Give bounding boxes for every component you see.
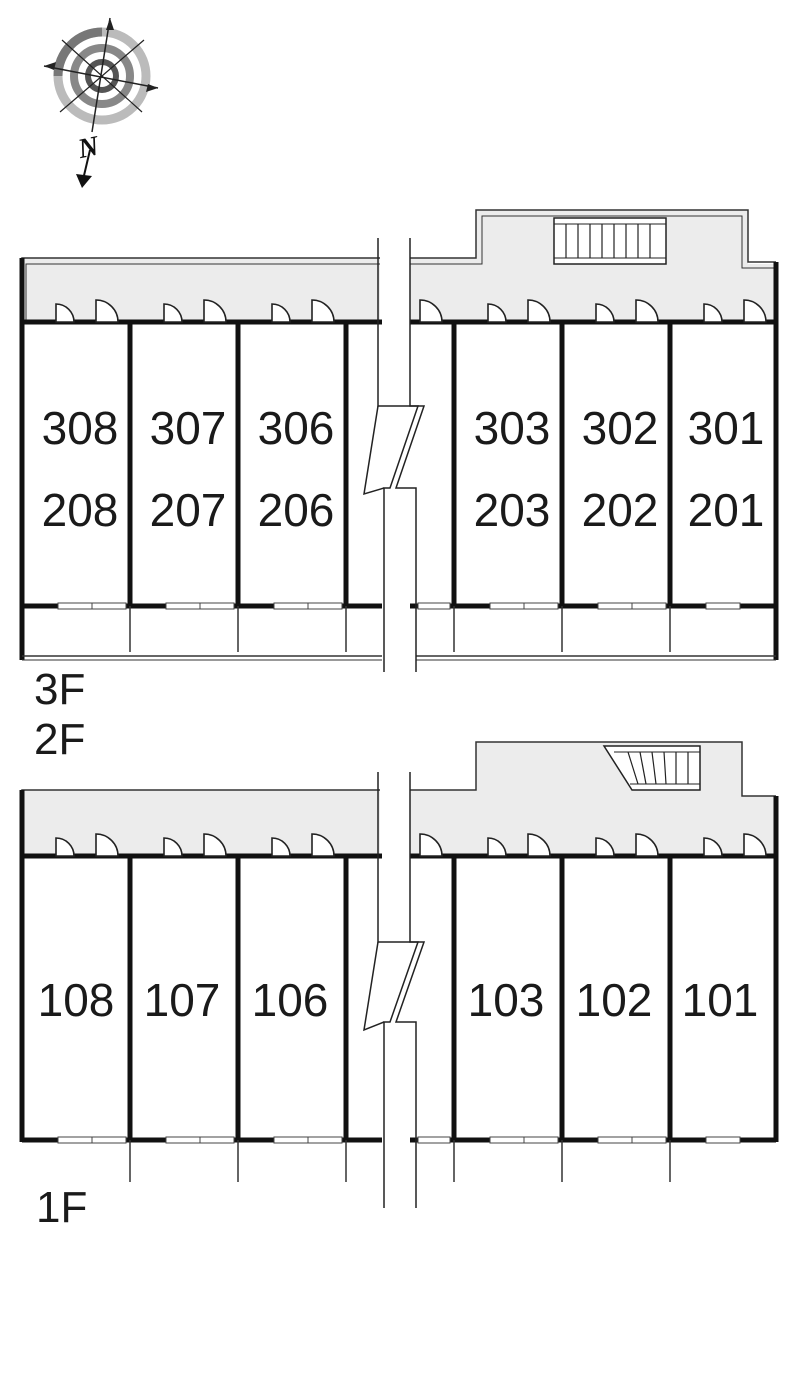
unit-label: 306 [258,402,335,454]
unit-label: 307 [150,402,227,454]
unit-label: 108 [38,974,115,1026]
floor-label: 3F [34,665,85,714]
unit-label: 201 [688,484,765,536]
floor-label: 2F [34,715,85,764]
unit-label: 308 [42,402,119,454]
unit-label: 107 [144,974,221,1026]
unit-label: 206 [258,484,335,536]
north-label: N [74,130,103,165]
compass-rose-icon [43,17,159,188]
unit-label: 106 [252,974,329,1026]
unit-label: 103 [468,974,545,1026]
floor-label: 1F [36,1183,87,1232]
unit-label: 102 [576,974,653,1026]
unit-label: 207 [150,484,227,536]
unit-label: 302 [582,402,659,454]
unit-label: 301 [688,402,765,454]
unit-label: 202 [582,484,659,536]
unit-label: 208 [42,484,119,536]
upper-floor-plan [19,209,779,676]
unit-label: 303 [474,402,551,454]
lower-floor-plan [19,741,779,1210]
unit-label: 101 [682,974,759,1026]
unit-label: 203 [474,484,551,536]
